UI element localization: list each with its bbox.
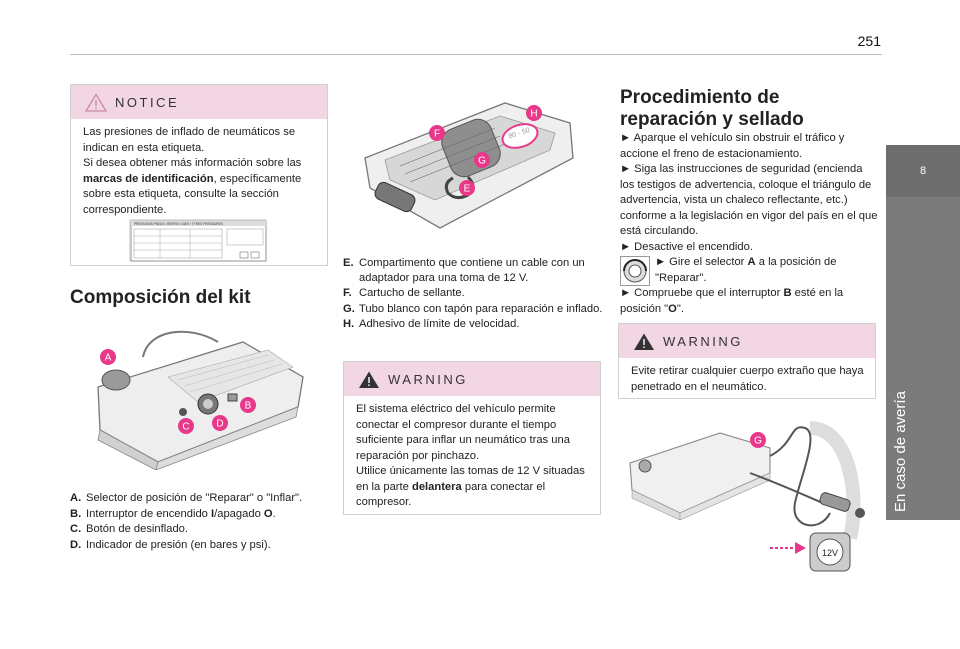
connect-marker-g-label: G [754,436,762,447]
procedure-title: Procedimiento de reparación y sellado [620,87,804,130]
step-2: ► Siga las instrucciones de seguridad (e… [620,163,878,237]
kit-title: Composición del kit [70,287,251,308]
warning-triangle-icon [359,371,379,388]
list-item: G.Tubo blanco con tapón para reparación … [343,302,603,315]
compartment-marker-e [459,180,475,196]
list-item: C.Botón de desinflado. [70,523,189,535]
chapter-label: En caso de avería [892,391,909,512]
compartment-illustration: 80 - 50 F H G E [364,102,574,229]
kit-marker-c [178,418,194,434]
header-divider [70,54,882,55]
warning-triangle-icon [85,92,107,112]
compartment-marker-f [429,125,445,141]
compartment-marker-f-label: F [434,129,440,140]
kit-marker-a [100,349,116,365]
step-3: ► Desactive el encendido. [620,240,753,253]
notice-box: NOTICE Las presiones de inflado de neumá… [70,84,328,266]
list-item: D.Indicador de presión (en bares y psi). [70,538,271,551]
kit-marker-a-label: A [105,353,112,364]
warning-text-2: Utilice únicamente las tomas de 12 V sit… [356,465,585,508]
warning-body: El sistema eléctrico del vehículo permit… [344,396,600,519]
tyre-label-heading: PRESSIONS PNEUS / REIFEN / DÆK / TYRES P… [134,222,223,226]
notice-body: Las presiones de inflado de neumáticos s… [71,119,327,226]
connect-marker-g [750,432,766,448]
warning-triangle-icon [634,333,654,350]
list-item: B.Interruptor de encendido I/apagado O. [70,507,276,520]
list-item: E.Compartimento que contiene un cable co… [343,257,585,284]
chapter-tab[interactable] [886,145,960,520]
notice-text-2: Si desea obtener más información sobre l… [83,157,302,216]
warning-box-power: WARNING El sistema eléctrico del vehícul… [343,361,601,515]
kit-marker-b [240,397,256,413]
list-item: H.Adhesivo de límite de velocidad. [343,318,520,330]
list-item: A.Selector de posición de "Reparar" o "I… [70,492,303,504]
notice-header: NOTICE [71,85,327,119]
socket-label: 12V [822,548,838,558]
warning-title: WARNING [388,371,468,387]
procedure-steps: ► Aparque el vehículo sin obstruir el tr… [620,131,878,317]
warning-header: WARNING [344,362,600,396]
kit-list: A.Selector de posición de "Reparar" o "I… [70,491,330,553]
kit-marker-b-label: B [245,401,252,412]
notice-title: NOTICE [115,94,180,110]
connection-illustration: G 12V [629,421,865,572]
kit-marker-d [212,415,228,431]
kit-illustration: A B C D [97,330,304,470]
notice-text-1: Las presiones de inflado de neumáticos s… [83,126,296,154]
selector-icon [620,256,650,286]
compartment-list: E.Compartimento que contiene un cable co… [343,256,605,333]
warning-title: WARNING [663,333,743,349]
compartment-marker-e-label: E [464,184,471,195]
kit-marker-d-label: D [216,419,223,430]
compartment-marker-h-label: H [530,109,537,120]
tyre-pressure-label-image: PRESSIONS PNEUS / REIFEN / DÆK / TYRES P… [129,219,267,262]
warning-box-foreign-body: WARNING Evite retirar cualquier cuerpo e… [618,323,876,399]
chapter-number: 8 [886,145,960,197]
compartment-marker-g [474,152,490,168]
warning-header: WARNING [619,324,875,358]
step-1: ► Aparque el vehículo sin obstruir el tr… [620,132,845,160]
step-5: ► Compruebe que el interruptor B esté en… [620,287,844,315]
warning-text-1: El sistema eléctrico del vehículo permit… [356,403,570,462]
step-4: ► Gire el selector A a la posición de "R… [620,255,878,286]
compartment-marker-h [526,105,542,121]
list-item: F.Cartucho de sellante. [343,287,465,299]
warning-body: Evite retirar cualquier cuerpo extraño q… [631,365,864,393]
compartment-marker-g-label: G [478,156,486,167]
page-number: 251 [857,33,881,49]
kit-marker-c-label: C [182,422,189,433]
